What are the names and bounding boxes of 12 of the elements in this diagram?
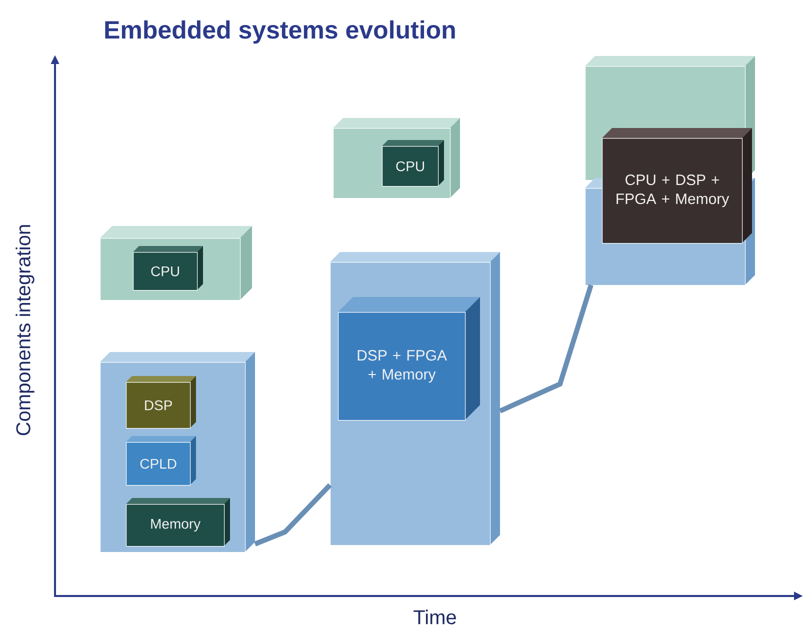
chip-block: CPLD	[126, 436, 196, 486]
chip-block: CPU + DSP + FPGA + Memory	[602, 128, 752, 244]
title: Embedded systems evolution	[105, 20, 455, 44]
chip-block: DSP	[126, 376, 196, 429]
growth-line	[498, 284, 594, 414]
growth-line	[254, 483, 332, 546]
axis-label: Components integration	[16, 225, 34, 436]
chip-block: Memory	[126, 498, 230, 547]
chip-block: DSP + FPGA + Memory	[338, 297, 480, 421]
chip-block: CPU	[382, 140, 444, 187]
axis-label: Time	[414, 610, 456, 624]
chip-block: CPU	[133, 246, 203, 291]
